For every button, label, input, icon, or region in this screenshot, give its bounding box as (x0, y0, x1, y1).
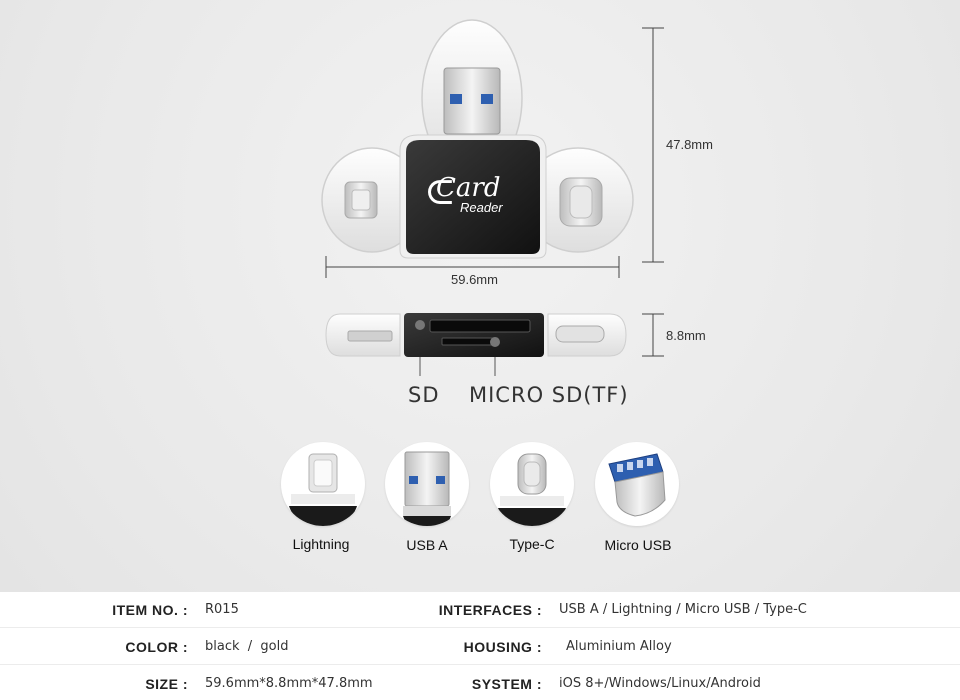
width-dimension-label: 59.6mm (451, 272, 498, 287)
logo-reader-text: Reader (460, 200, 503, 215)
type-c-cap (522, 147, 634, 253)
spec-row-2: COLOR : black / gold HOUSING : Aluminium… (0, 629, 960, 665)
interface-label-micro-usb: Micro USB (604, 537, 672, 553)
system-key: SYSTEM : (471, 676, 542, 692)
housing-value: Aluminium Alloy (566, 639, 672, 654)
card-reader-side-view (325, 313, 627, 357)
card-reader-logo: ⊂ Card Reader (424, 170, 534, 220)
product-illustration: ⊂ Card Reader 47.8mm 59.6mm 8.8mm (281, 19, 713, 553)
logo-swoosh: ⊂ (424, 169, 456, 213)
size-key: SIZE : (145, 676, 188, 692)
interface-lightning (281, 442, 365, 526)
lightning-cap (321, 147, 423, 253)
interface-label-type-c: Type-C (509, 536, 555, 552)
system-value: iOS 8+/Windows/Linux/Android (559, 676, 761, 691)
usb-a-connector-icon (403, 451, 451, 526)
micro-usb-connector-icon (608, 453, 666, 517)
interface-label-usb-a: USB A (406, 537, 448, 553)
item-no-key: ITEM NO. : (112, 602, 188, 618)
type-c-connector-icon (498, 453, 566, 526)
color-key: COLOR : (125, 639, 188, 655)
spec-row-1: ITEM NO. : R015 INTERFACES : USB A / Lig… (0, 592, 960, 628)
card-reader-body (399, 134, 547, 259)
size-value: 59.6mm*8.8mm*47.8mm (205, 676, 373, 691)
interface-micro-usb (595, 442, 679, 526)
item-no-value: R015 (205, 602, 239, 617)
interface-usb-a (385, 442, 469, 526)
specification-table: ITEM NO. : R015 INTERFACES : USB A / Lig… (0, 592, 960, 700)
interfaces-value: USB A / Lightning / Micro USB / Type-C (559, 602, 807, 617)
micro-sd-slot-label: MICRO SD(TF) (469, 383, 629, 407)
thickness-dimension-label: 8.8mm (666, 328, 706, 343)
card-reader-top-view (321, 19, 634, 259)
height-dimension-label: 47.8mm (666, 137, 713, 152)
lightning-connector-icon (289, 453, 357, 526)
housing-key: HOUSING : (463, 639, 542, 655)
color-value: black / gold (205, 639, 289, 654)
interface-type-c (490, 442, 574, 526)
interface-label-lightning: Lightning (292, 536, 350, 552)
spec-row-3: SIZE : 59.6mm*8.8mm*47.8mm SYSTEM : iOS … (0, 666, 960, 700)
sd-slot-label: SD (408, 383, 440, 407)
interfaces-key: INTERFACES : (438, 602, 542, 618)
logo-card-text: Card (436, 173, 501, 203)
